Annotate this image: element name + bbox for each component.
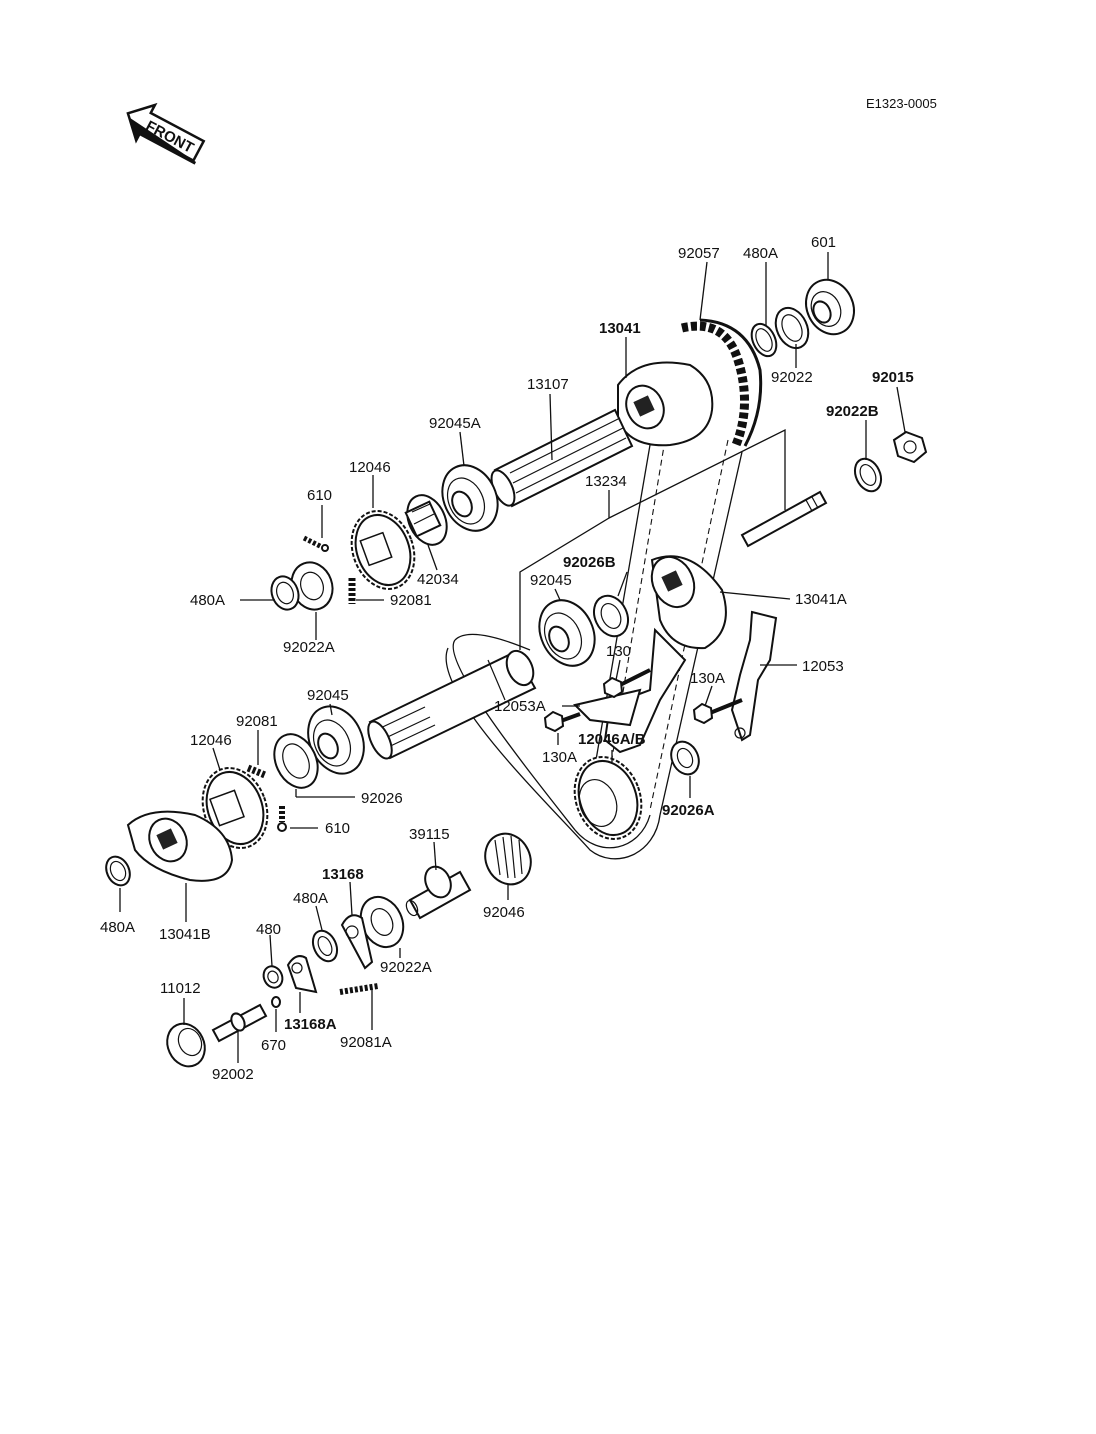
label-92022: 92022 (771, 369, 813, 386)
pin-610-top (302, 535, 329, 552)
pin-610-low (277, 806, 287, 832)
label-92057: 92057 (678, 245, 720, 262)
washer-92022b (853, 457, 883, 493)
label-92046: 92046 (483, 904, 525, 921)
label-42034: 42034 (417, 571, 459, 588)
hub-42034 (404, 494, 448, 546)
label-39115: 39115 (409, 826, 450, 843)
bearing-92045a (441, 464, 499, 532)
ball-670 (271, 996, 281, 1008)
sprocket-13041b (126, 810, 234, 882)
label-13041a: 13041A (795, 591, 847, 608)
sprocket-13041 (617, 361, 714, 447)
label-130a-right: 130A (690, 670, 725, 687)
lever-12053 (730, 610, 778, 742)
label-13234: 13234 (585, 473, 627, 490)
circlip-480a-left (270, 575, 300, 611)
main-shaft (367, 649, 537, 760)
collar-92026 (273, 733, 319, 789)
label-13041b: 13041B (159, 926, 211, 943)
washer-92022a-low (359, 895, 405, 949)
label-13168: 13168 (322, 866, 364, 883)
reference-code: E1323-0005 (866, 96, 937, 111)
bearing-92045-low (307, 705, 365, 775)
shaft-13107 (490, 408, 634, 508)
part-labels: 601 92057 480A 13041 13107 92022 92015 9… (100, 234, 914, 1083)
label-92045-mid: 92045 (530, 572, 572, 589)
cap-11012 (166, 1022, 206, 1068)
label-92026b: 92026B (563, 554, 616, 571)
drive-chain (680, 318, 763, 447)
label-12053a: 12053A (494, 698, 546, 715)
circlip-480a-bottomleft (105, 855, 131, 887)
label-92002: 92002 (212, 1066, 254, 1083)
cam-13168 (340, 914, 374, 970)
label-11012: 11012 (160, 980, 201, 997)
belt-guide-line (649, 439, 729, 811)
gear-12046ab (573, 756, 643, 840)
leader-lines (119, 252, 906, 1063)
label-130: 130 (606, 643, 631, 660)
label-12046ab: 12046A/B (578, 731, 646, 748)
label-12053: 12053 (802, 658, 844, 675)
front-arrow-icon: FRONT (126, 102, 206, 165)
label-13107: 13107 (527, 376, 569, 393)
sprocket-13041a (650, 555, 727, 650)
plate-13168a (286, 955, 318, 994)
label-480a-left: 480A (190, 592, 225, 609)
label-92022a-low: 92022A (380, 959, 432, 976)
label-610-top: 610 (307, 487, 332, 504)
belt-loop (454, 633, 531, 651)
label-601: 601 (811, 234, 836, 251)
label-92015: 92015 (872, 369, 914, 386)
circlip-480 (262, 965, 284, 989)
collar-92026b (592, 594, 630, 638)
gear-12046-top (350, 510, 416, 590)
needle-bearing-92046 (484, 832, 532, 886)
circlip-480a-top (750, 322, 778, 358)
shaft-39115 (405, 865, 472, 920)
belt-loop (452, 639, 651, 849)
bearing-601 (805, 278, 855, 336)
label-92081a: 92081A (340, 1034, 392, 1051)
bolt-130 (602, 668, 651, 699)
bolt-130a-low (543, 710, 581, 733)
label-92045-low: 92045 (307, 687, 349, 704)
label-92026a: 92026A (662, 802, 715, 819)
label-92022a-left: 92022A (283, 639, 335, 656)
washer-92026a (670, 740, 700, 776)
stud-shaft (740, 490, 828, 548)
label-130a-low: 130A (542, 749, 577, 766)
label-13041: 13041 (599, 320, 641, 337)
label-480: 480 (256, 921, 281, 938)
circlip-480a-low (311, 929, 339, 963)
label-92022b: 92022B (826, 403, 879, 420)
bearing-92045-mid (538, 599, 596, 667)
label-480a-low: 480A (293, 890, 328, 907)
label-92026: 92026 (361, 790, 403, 807)
label-610-low: 610 (325, 820, 350, 837)
label-92045a: 92045A (429, 415, 481, 432)
spring-92081a (339, 983, 379, 995)
stud-92002 (211, 1003, 268, 1043)
spring-92081-low (246, 764, 267, 779)
label-670: 670 (261, 1037, 286, 1054)
gear-12046-low (201, 767, 269, 849)
label-480a-bottomleft: 480A (100, 919, 135, 936)
label-13168a: 13168A (284, 1016, 337, 1033)
bracket-12053a (573, 627, 687, 754)
bolt-130a-right (692, 698, 743, 725)
label-92081-mid: 92081 (390, 592, 432, 609)
label-12046-top: 12046 (349, 459, 391, 476)
washer-92022 (774, 306, 810, 350)
label-480a-top: 480A (743, 245, 778, 262)
nut-92015 (892, 430, 928, 464)
label-92081-low: 92081 (236, 713, 278, 730)
label-12046-low: 12046 (190, 732, 232, 749)
